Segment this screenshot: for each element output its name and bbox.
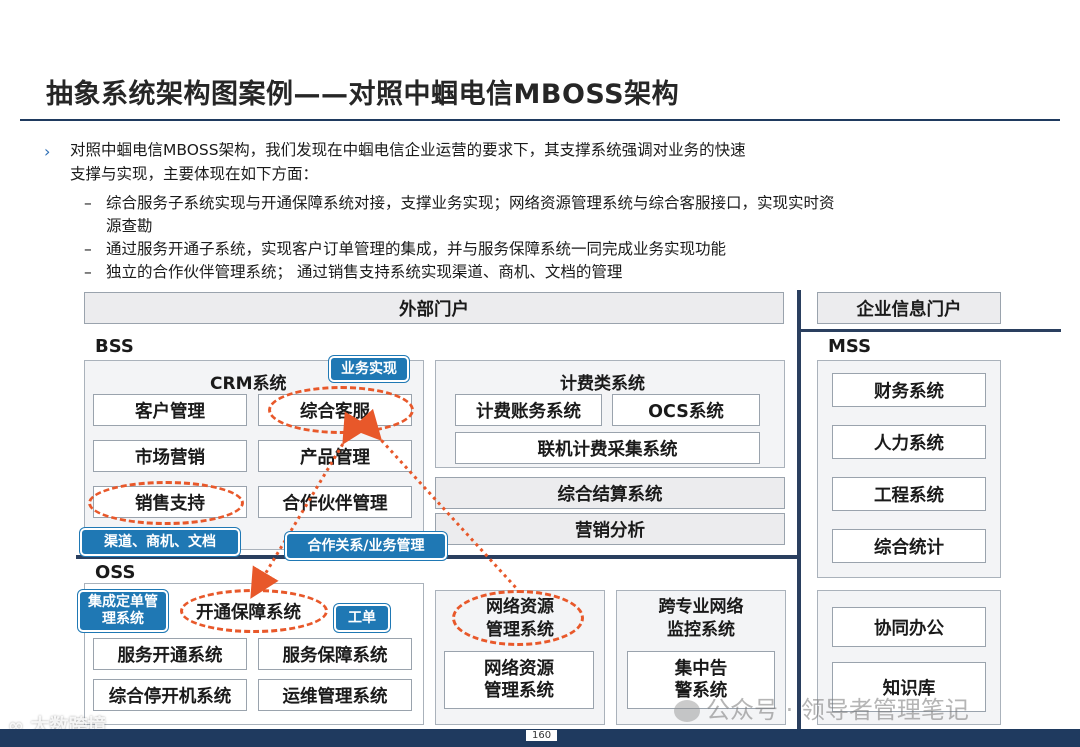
- page-title: 抽象系统架构图案例——对照中蝈电信MBOSS架构: [46, 79, 680, 110]
- highlight-net-resource: [452, 590, 584, 646]
- intro-item-1-cont: 源查勘: [106, 217, 153, 235]
- callout-channels: 渠道、商机、文档: [80, 528, 240, 556]
- dash-icon: –: [84, 263, 92, 281]
- bss-mss-divider: [797, 290, 801, 729]
- integrated-suspend: 综合停开机系统: [93, 679, 247, 711]
- dash-icon: –: [84, 194, 92, 212]
- watermark-right-text: 公众号 · 领导者管理笔记: [706, 696, 969, 724]
- callout-business-impl: 业务实现: [329, 356, 409, 382]
- callout-order-integration-1: 集成定单管: [88, 594, 158, 610]
- ocs-system: OCS系统: [612, 394, 760, 426]
- collab-office: 协同办公: [832, 607, 986, 647]
- wechat-icon: [674, 700, 700, 722]
- cross-monitor-label: 跨专业网络 监控系统: [616, 596, 786, 642]
- callout-work-order: 工单: [334, 604, 390, 632]
- hr-system: 人力系统: [832, 425, 986, 459]
- finance-system: 财务系统: [832, 373, 986, 407]
- service-assurance: 服务保障系统: [258, 638, 412, 670]
- crm-label: CRM系统: [210, 374, 287, 394]
- customer-mgmt: 客户管理: [93, 394, 247, 426]
- chevron-right-icon: ›: [44, 142, 51, 161]
- settlement-system: 综合结算系统: [435, 477, 785, 509]
- intro-line-1: 对照中蝈电信MBOSS架构，我们发现在中蝈电信企业运营的要求下，其支撑系统强调对…: [70, 141, 746, 159]
- cross-monitor-inner-2: 警系统: [674, 681, 728, 701]
- net-resource-inner: 网络资源 管理系统: [444, 651, 594, 709]
- title-divider: [20, 119, 1060, 121]
- net-resource-inner-2: 管理系统: [484, 681, 554, 701]
- cross-monitor-inner: 集中告 警系统: [627, 651, 775, 709]
- watermark-right: 公众号 · 领导者管理笔记: [674, 690, 969, 725]
- cross-monitor-label-2: 监控系统: [667, 620, 735, 640]
- cross-monitor-inner-1: 集中告: [674, 659, 728, 679]
- callout-order-integration: 集成定单管 理系统: [78, 590, 168, 632]
- external-portal: 外部门户: [84, 292, 784, 324]
- arrow-cs-provisioning: [250, 411, 371, 599]
- om-mgmt: 运维管理系统: [258, 679, 412, 711]
- statistics-system: 综合统计: [832, 529, 986, 563]
- highlight-integrated-cs: [268, 386, 414, 434]
- mss-label: MSS: [828, 336, 872, 357]
- oss-label: OSS: [95, 562, 136, 583]
- marketing-analysis: 营销分析: [435, 513, 785, 545]
- callout-partner-relation: 合作关系/业务管理: [285, 532, 447, 560]
- intro-item-2: 通过服务开通子系统，实现客户订单管理的集成，并与服务保障系统一同完成业务实现功能: [106, 240, 727, 258]
- page-number: 160: [526, 730, 558, 741]
- knowledge-base: 知识库: [832, 662, 986, 712]
- billing-account: 计费账务系统: [455, 394, 602, 426]
- intro-item-1: 综合服务子系统实现与开通保障系统对接，支撑业务实现；网络资源管理系统与综合客服接…: [106, 194, 835, 212]
- bss-label: BSS: [95, 336, 134, 357]
- net-resource-inner-1: 网络资源: [484, 659, 554, 679]
- intro-item-3: 独立的合作伙伴管理系统； 通过销售支持系统实现渠道、商机、文档的管理: [106, 263, 623, 281]
- mss-top-divider: [801, 329, 1061, 332]
- dash-icon: –: [84, 240, 92, 258]
- marketing: 市场营销: [93, 440, 247, 472]
- online-billing: 联机计费采集系统: [455, 432, 760, 464]
- cross-monitor-label-1: 跨专业网络: [658, 597, 744, 617]
- enterprise-portal: 企业信息门户: [817, 292, 1001, 324]
- service-provisioning: 服务开通系统: [93, 638, 247, 670]
- engineering-system: 工程系统: [832, 477, 986, 511]
- arrow-cs-netresource: [350, 408, 520, 592]
- callout-order-integration-2: 理系统: [102, 611, 144, 627]
- intro-line-2: 支撑与实现，主要体现在如下方面：: [70, 165, 319, 183]
- billing-label: 计费类系统: [560, 374, 645, 394]
- highlight-provisioning: [180, 589, 328, 633]
- highlight-sales-support: [88, 481, 244, 525]
